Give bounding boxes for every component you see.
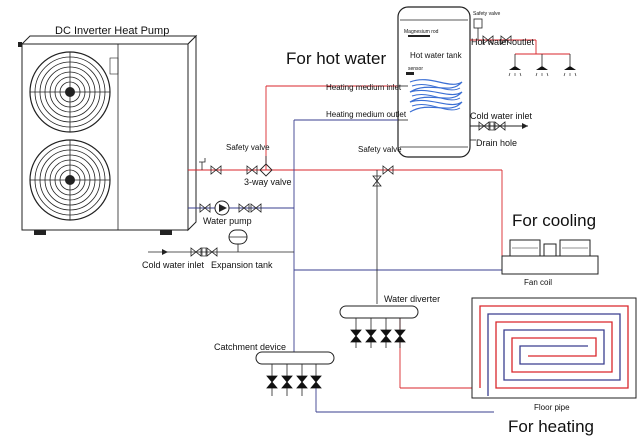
supply-piping — [148, 170, 378, 304]
floor-pipe-label: Floor pipe — [534, 403, 570, 412]
heat-pump-label: DC Inverter Heat Pump — [55, 25, 169, 37]
water-diverter-label: Water diverter — [384, 294, 440, 304]
catchment-valve-icon — [310, 375, 322, 389]
water-diverter — [339, 305, 419, 348]
hot-water-tank-label: Hot water tank — [410, 51, 463, 60]
fan-coil-unit — [501, 239, 599, 275]
for-heating-heading: For heating — [508, 417, 594, 436]
three-way-valve-label: 3-way valve — [244, 177, 292, 187]
sensor-label: sensor — [408, 66, 423, 72]
catchment-valve-icon — [266, 375, 278, 389]
hot-water-outlet-label: Hot water outlet — [471, 37, 535, 47]
cold-water-inlet-right-label: Cold water inlet — [470, 111, 533, 121]
safety-valve-top-label: Safety valve — [473, 11, 500, 17]
expansion-tank — [228, 229, 248, 245]
three-way-valve-icon — [259, 156, 273, 177]
cold-water-inlet-right-piping — [470, 121, 528, 141]
diverter-valve-icon — [350, 329, 362, 343]
safety-valve-mid-icon — [372, 175, 382, 187]
shower-head-icon — [535, 59, 549, 77]
diverter-valve-icon — [394, 329, 406, 343]
cold-water-inlet-left-label: Cold water inlet — [142, 260, 205, 270]
diverter-valve-icon — [365, 329, 377, 343]
for-hot-water-heading: For hot water — [286, 49, 386, 68]
heating-medium-outlet-label: Heating medium outlet — [326, 110, 407, 119]
heating-medium-inlet-label: Heating medium inlet — [326, 83, 402, 92]
fan-coil-label: Fan coil — [524, 278, 552, 287]
floor-pipe — [471, 297, 637, 399]
heat-pump-unit — [18, 34, 198, 235]
safety-valve-icon — [199, 158, 206, 170]
hot-water-tank — [397, 6, 476, 158]
catchment-valve-icon — [296, 375, 308, 389]
cold-piping — [188, 119, 502, 413]
drain-hole-label: Drain hole — [476, 138, 517, 148]
magnesium-rod-label: Magnesium rod — [404, 29, 439, 35]
catchment-valve-icon — [281, 375, 293, 389]
catchment-device — [255, 351, 335, 396]
safety-valve-left-label: Safety valve — [226, 143, 270, 152]
catchment-device-label: Catchment device — [214, 342, 286, 352]
shower-head-icon — [563, 59, 577, 77]
shower-head-icon — [508, 59, 522, 77]
water-pump — [199, 200, 262, 216]
for-cooling-heading: For cooling — [512, 211, 596, 230]
water-pump-label: Water pump — [203, 216, 252, 226]
fan-icon — [29, 51, 111, 133]
safety-valve-mid-label: Safety valve — [358, 145, 402, 154]
cold-inlet-left-valves — [162, 247, 218, 257]
hot-water-outlet-piping — [470, 18, 577, 77]
diverter-valve-icon — [380, 329, 392, 343]
fan-icon — [29, 139, 111, 221]
expansion-tank-label: Expansion tank — [211, 260, 273, 270]
